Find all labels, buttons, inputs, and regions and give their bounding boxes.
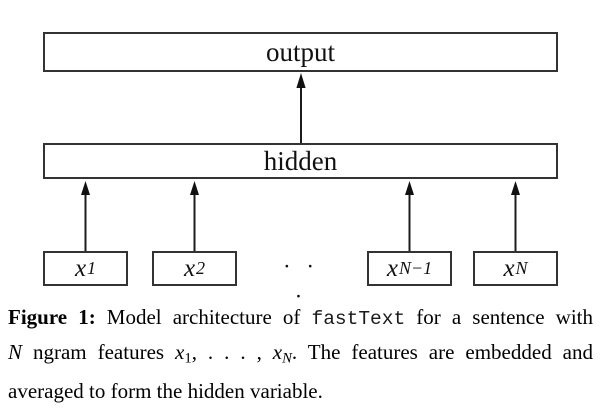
input-label-x1-base: x xyxy=(74,254,87,282)
input-label-xn-base: x xyxy=(503,254,515,282)
input-label-x2-base: x xyxy=(183,254,196,282)
caption-text: for a sentence with xyxy=(405,305,594,329)
arrow-hidden-to-output xyxy=(296,73,306,143)
caption-text: Model architecture of xyxy=(95,305,312,329)
input-label-xn-sub: N xyxy=(515,258,528,278)
arrow-x2-to-hidden xyxy=(190,181,199,251)
caption-math-n: N xyxy=(8,339,23,364)
output-node: output xyxy=(43,32,558,72)
caption-math-xn-sub: N xyxy=(282,350,292,367)
arrow-xn-to-hidden xyxy=(511,181,520,251)
caption-line-1: Figure 1: Model architecture of fastText… xyxy=(8,301,593,336)
caption-line-3: averaged to form the hidden variable. xyxy=(8,375,593,408)
caption-math-x1-base: x xyxy=(175,339,185,364)
input-label-xn-1-sub: N−1 xyxy=(398,258,433,278)
arrow-x1-to-hidden xyxy=(81,181,90,251)
hidden-node: hidden xyxy=(43,143,558,179)
hidden-label: hidden xyxy=(263,145,338,176)
caption-text: . The features are embedded and xyxy=(291,339,593,364)
caption-text: ngram features xyxy=(22,339,176,364)
caption-line-2: N ngram features x1, . . . , xN. The fea… xyxy=(8,336,593,375)
input-label-x1-sub: 1 xyxy=(87,258,97,278)
caption-math-xn-base: x xyxy=(272,339,283,364)
caption-text: averaged to form the hidden variable. xyxy=(8,378,323,403)
caption-figure-label: Figure 1: xyxy=(8,305,96,329)
input-label-xn-1-base: x xyxy=(386,254,398,282)
figure-caption: Figure 1: Model architecture of fastText… xyxy=(8,301,593,407)
arrow-xn1-to-hidden xyxy=(405,181,414,251)
caption-math-x1-sub: 1 xyxy=(184,350,192,367)
ellipsis: · · · xyxy=(282,254,320,309)
output-label: output xyxy=(265,36,335,67)
caption-text: , . . . , xyxy=(191,339,273,364)
input-label-x2-sub: 2 xyxy=(196,258,206,278)
caption-fasttext-term: fastText xyxy=(311,308,406,330)
